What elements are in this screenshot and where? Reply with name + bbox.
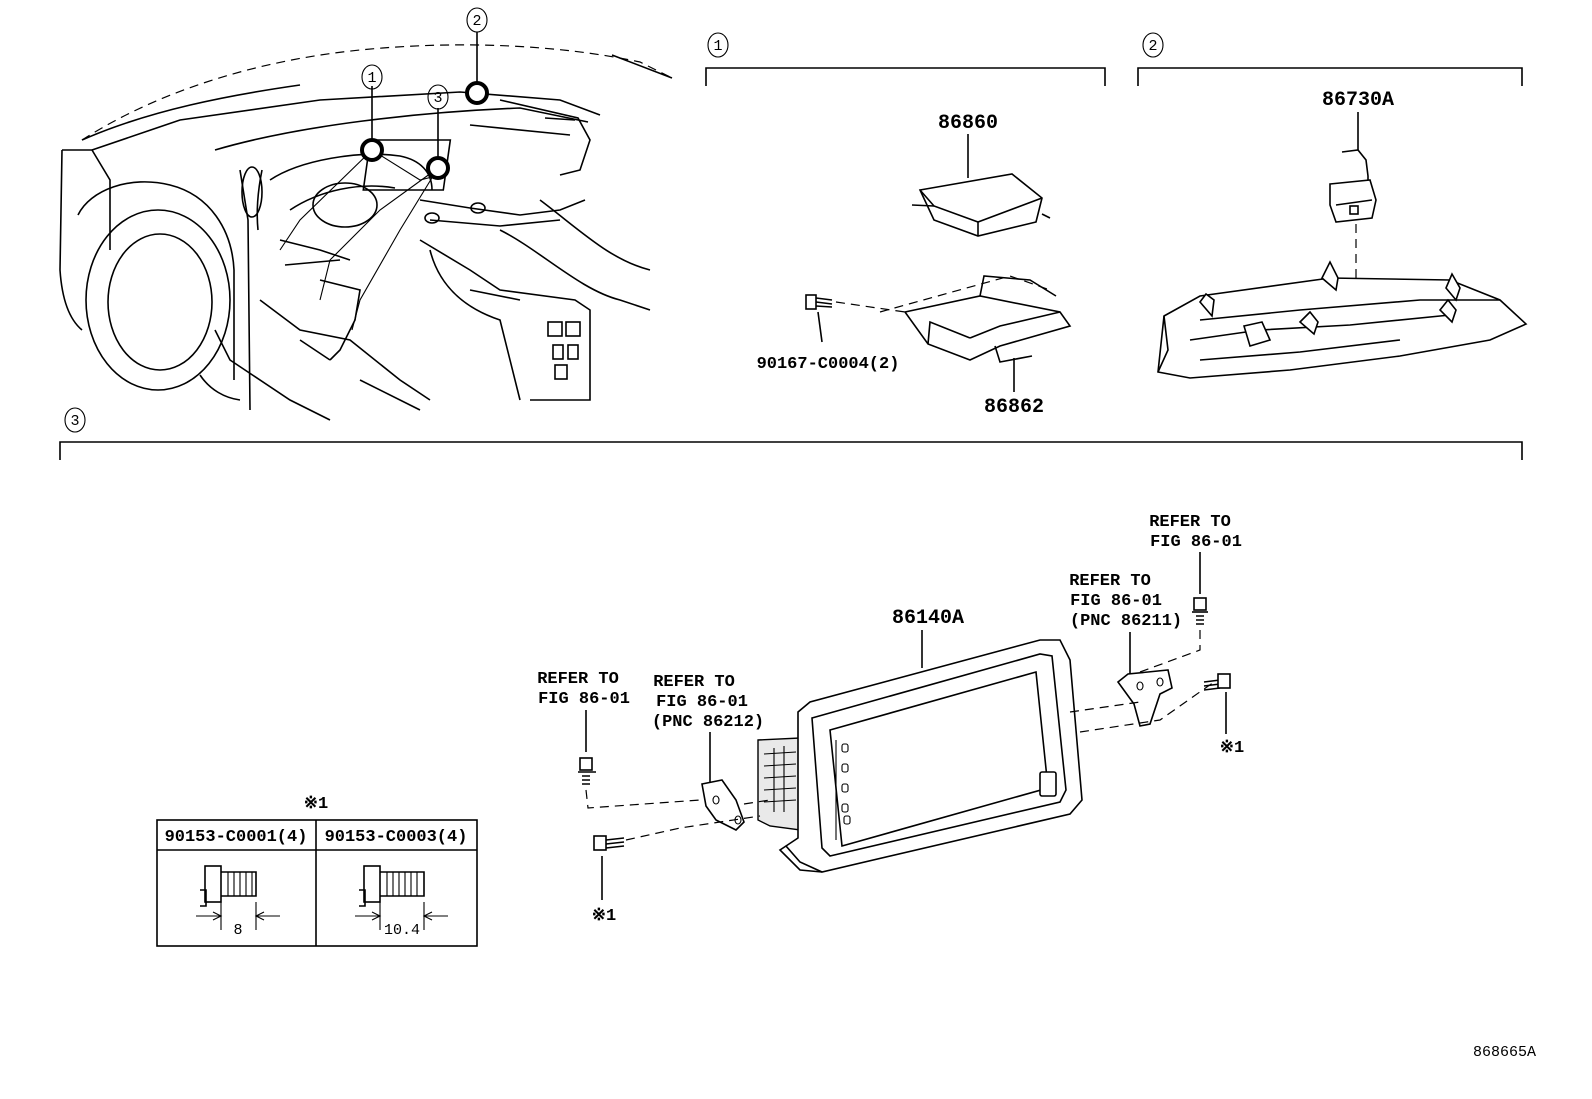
section-3-bracket (59, 441, 1523, 460)
part-label-86862: 86862 (984, 396, 1044, 419)
bolt-dim-8: 8 (233, 922, 242, 939)
refer-bracket-right: REFER TO FIG 86-01 (PNC 86211) (1069, 572, 1182, 631)
note-mark-left: ※1 (592, 907, 616, 926)
section-2-callout: 2 (1142, 32, 1164, 58)
right-bracket-86211 (1116, 669, 1173, 727)
section-2-bracket (1137, 67, 1523, 86)
section-3: 3 86140A (59, 407, 1523, 926)
bolt-table-title: ※1 (304, 795, 328, 814)
overhead-console (1157, 260, 1528, 379)
svg-text:(PNC 86211): (PNC 86211) (1070, 612, 1182, 631)
left-upper-bolt (578, 757, 596, 785)
refer-left-bolt: REFER TO FIG 86-01 (537, 670, 630, 709)
bolt-spec-table: ※1 90153-C0001(4) 90153-C0003(4) 8 10.4 (156, 795, 478, 947)
svg-text:3: 3 (433, 90, 442, 107)
part-label-86730a: 86730A (1322, 89, 1394, 112)
overview-callout-2: 2 (466, 7, 488, 33)
svg-text:FIG 86-01: FIG 86-01 (538, 690, 630, 709)
vehicle-overview: 1 2 3 (59, 7, 673, 421)
section-1: 1 86860 90167-C0004(2) 868 (705, 32, 1106, 419)
svg-text:REFER TO: REFER TO (1069, 572, 1151, 591)
left-bracket-86212 (701, 779, 745, 831)
refer-bracket-left: REFER TO FIG 86-01 (PNC 86212) (652, 673, 764, 732)
note-mark-right: ※1 (1220, 739, 1244, 758)
overview-callout-3: 3 (427, 84, 449, 110)
svg-text:1: 1 (713, 38, 722, 55)
right-bolt (1203, 673, 1231, 691)
location-marker-3 (426, 156, 450, 180)
svg-text:2: 2 (1148, 38, 1157, 55)
bolt-drawing-c0003: 10.4 (355, 865, 448, 939)
part-86140a-display (757, 639, 1083, 873)
figure-id: 868665A (1473, 1044, 1536, 1061)
location-marker-1 (360, 138, 384, 162)
section-1-bracket (705, 67, 1106, 86)
svg-text:2: 2 (472, 13, 481, 30)
svg-text:3: 3 (70, 413, 79, 430)
part-86730a-sensor (1329, 149, 1377, 223)
bolt-dim-10-4: 10.4 (384, 922, 420, 939)
bolt-drawing-c0001: 8 (196, 865, 280, 939)
bolt-table-col2-header: 90153-C0003(4) (325, 828, 468, 847)
left-lower-bolt (593, 835, 625, 851)
part-90167-bolt (805, 294, 833, 343)
svg-text:1: 1 (367, 70, 376, 87)
svg-text:(PNC 86212): (PNC 86212) (652, 713, 764, 732)
part-label-90167: 90167-C0004(2) (757, 355, 900, 374)
svg-text:REFER TO: REFER TO (653, 673, 735, 692)
svg-text:REFER TO: REFER TO (537, 670, 619, 689)
refer-top-right: REFER TO FIG 86-01 (1149, 513, 1242, 552)
part-label-86860: 86860 (938, 112, 998, 135)
part-label-86140a: 86140A (892, 607, 964, 630)
section-3-callout: 3 (64, 407, 86, 433)
svg-text:FIG 86-01: FIG 86-01 (1070, 592, 1162, 611)
section-1-callout: 1 (707, 32, 729, 58)
part-86860-module (911, 173, 1051, 237)
svg-text:FIG 86-01: FIG 86-01 (1150, 533, 1242, 552)
part-86862-bracket (903, 275, 1072, 363)
svg-text:FIG 86-01: FIG 86-01 (656, 693, 748, 712)
svg-text:REFER TO: REFER TO (1149, 513, 1231, 532)
section-2: 2 86730A (1137, 32, 1528, 379)
right-top-bolt (1192, 597, 1208, 625)
overview-callout-1: 1 (361, 64, 383, 90)
bolt-table-col1-header: 90153-C0001(4) (165, 828, 308, 847)
location-marker-2 (465, 81, 489, 105)
